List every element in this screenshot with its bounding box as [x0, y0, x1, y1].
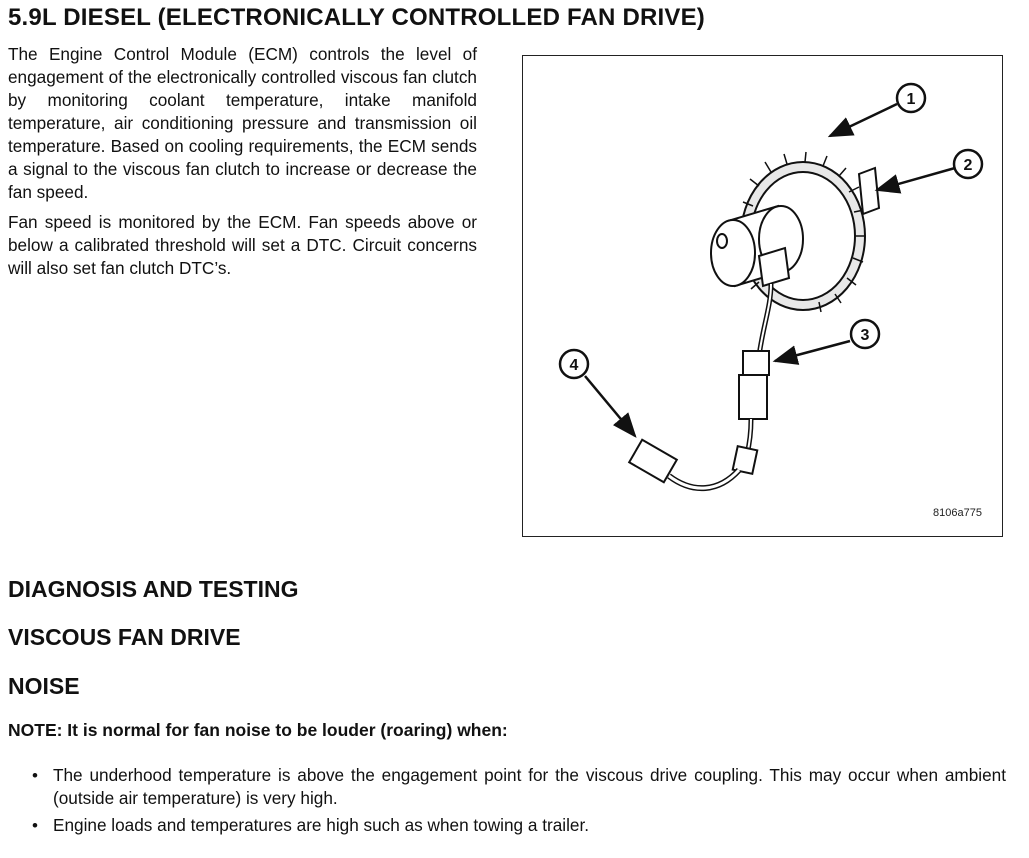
note-text: NOTE: It is normal for fan noise to be l… — [8, 720, 508, 740]
heading-noise: NOISE — [8, 673, 80, 699]
callout-1-label: 1 — [907, 91, 916, 108]
list-item: • Engine loads and temperatures are high… — [8, 814, 1006, 837]
callout-3-label: 3 — [861, 327, 870, 344]
intro-paragraph-2: Fan speed is monitored by the ECM. Fan s… — [8, 212, 477, 278]
callout-4-label: 4 — [570, 357, 579, 374]
intro-text: The Engine Control Module (ECM) controls… — [8, 43, 477, 287]
fan-clutch-illustration: 1 2 3 4 — [558, 82, 984, 491]
callout-leaders — [584, 102, 956, 438]
heading-diagnosis: DIAGNOSIS AND TESTING — [8, 576, 299, 602]
fan-clutch-body — [627, 151, 881, 491]
callout-2-label: 2 — [964, 157, 973, 174]
callout-4: 4 — [558, 348, 590, 380]
list-item: • The underhood temperature is above the… — [8, 764, 1006, 810]
callout-1: 1 — [895, 82, 927, 114]
intro-paragraph-1: The Engine Control Module (ECM) controls… — [8, 44, 477, 202]
bullet-icon: • — [32, 766, 38, 785]
bullet-text: Engine loads and temperatures are high s… — [53, 815, 590, 835]
figure-id: 8106a775 — [933, 507, 982, 519]
heading-viscous-fan-drive: VISCOUS FAN DRIVE — [8, 624, 241, 650]
callout-3: 3 — [849, 318, 881, 350]
bullet-list: • The underhood temperature is above the… — [8, 764, 1006, 841]
bullet-icon: • — [32, 816, 38, 835]
page-title: 5.9L DIESEL (ELECTRONICALLY CONTROLLED F… — [8, 4, 705, 31]
callout-2: 2 — [952, 148, 984, 180]
fan-clutch-figure: 1 2 3 4 8106a775 — [522, 55, 1003, 537]
bullet-text: The underhood temperature is above the e… — [53, 765, 1006, 808]
